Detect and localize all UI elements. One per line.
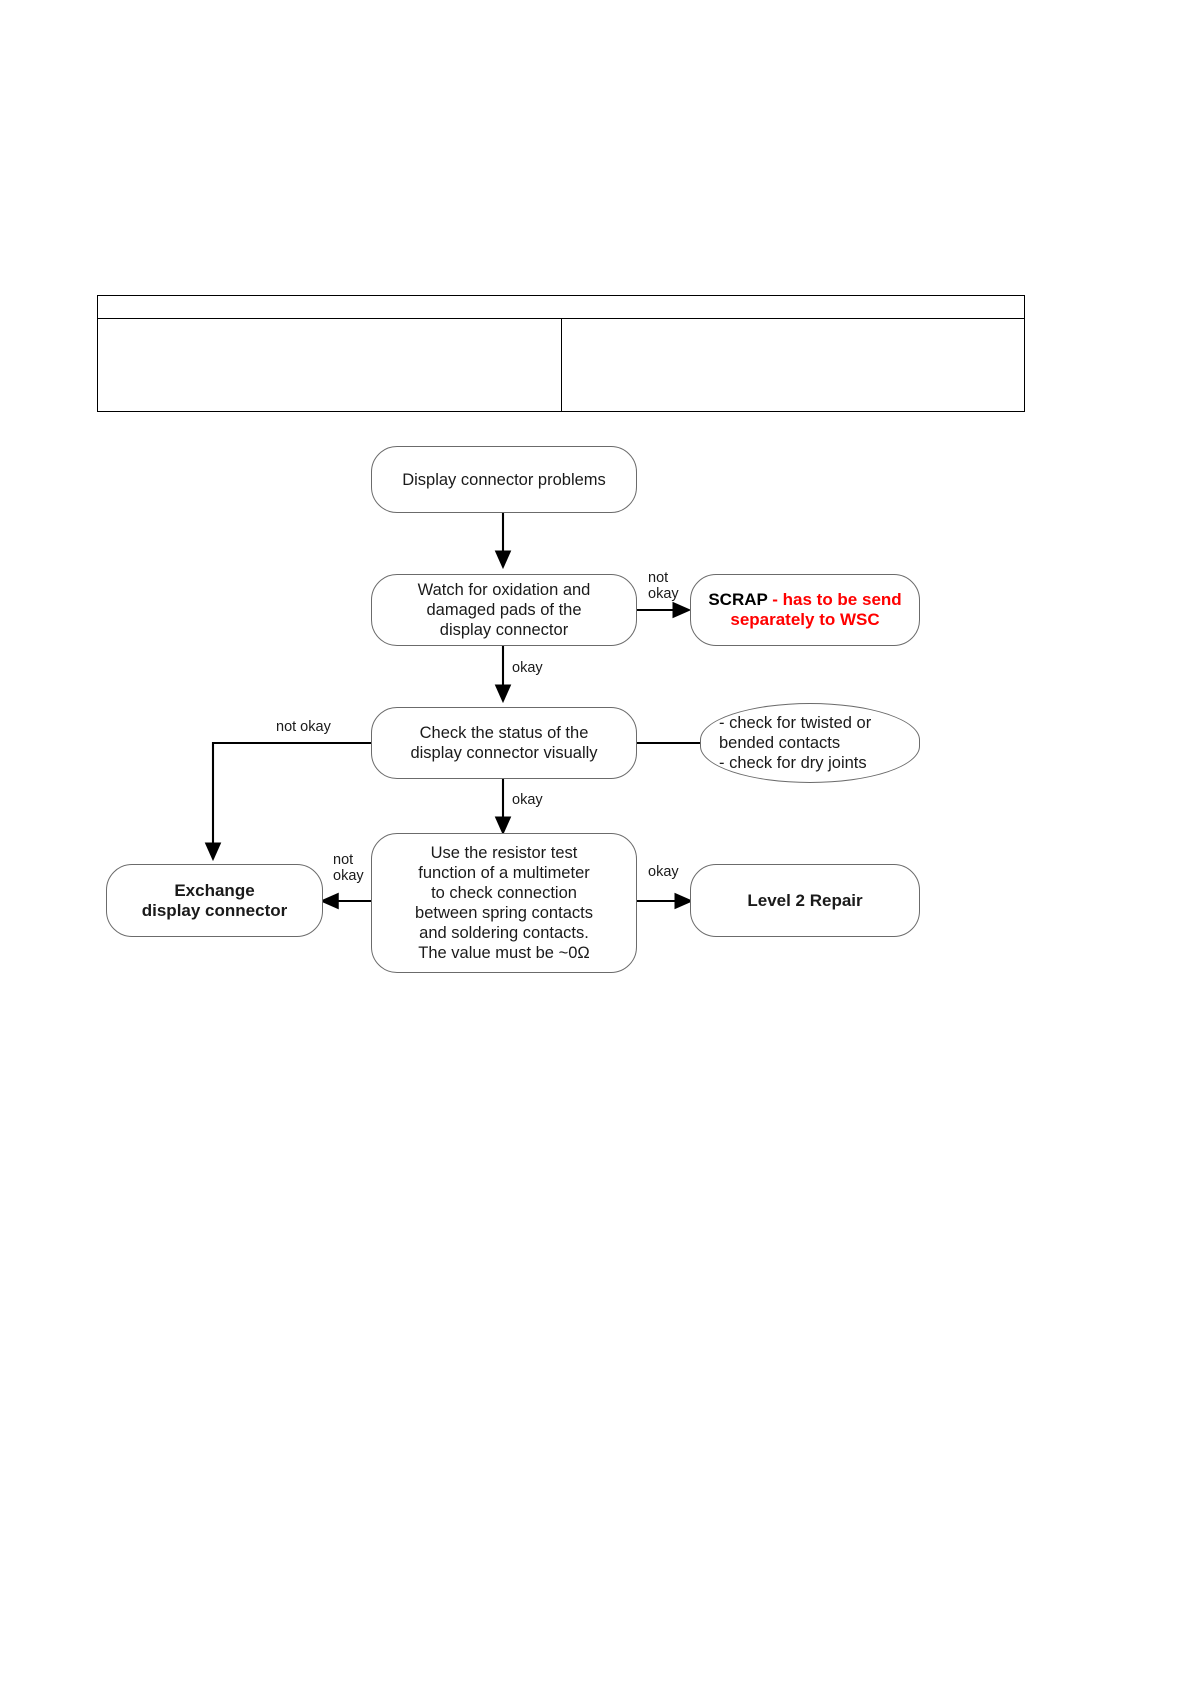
header-table [97,295,1025,412]
node-label-resistor-test: Use the resistor test function of a mult… [415,844,593,962]
node-label-scrap-note-line1: - has to be send [767,590,902,609]
edge-label-watch-okay: okay [512,660,543,676]
node-level-2-repair[interactable]: Level 2 Repair [690,864,920,937]
node-watch-for-oxidation[interactable]: Watch for oxidation and damaged pads of … [371,574,637,646]
edge-label-watch-not-okay: not okay [648,570,679,602]
callout-visual-check-hints: - check for twisted or bended contacts -… [700,703,920,783]
node-label-scrap-note-line2: separately to WSC [730,610,880,629]
callout-hint-line-2: bended contacts [719,734,841,752]
node-resistor-test[interactable]: Use the resistor test function of a mult… [371,833,637,973]
edge-check-to-exchange [204,741,371,862]
node-label-level2: Level 2 Repair [747,890,863,910]
header-table-row2-cell1 [97,318,562,412]
header-table-row2-cell2 [560,318,1025,412]
callout-hint-line-3: - check for dry joints [719,754,867,772]
node-label-scrap-keyword: SCRAP [708,590,768,609]
node-label-start: Display connector problems [402,470,606,489]
node-label-exchange: Exchange display connector [141,880,288,920]
edge-label-check-okay: okay [512,792,543,808]
edge-label-resistor-okay: okay [648,864,679,880]
node-label-watch: Watch for oxidation and damaged pads of … [417,581,591,639]
callout-label-hints: - check for twisted or bended contacts -… [719,713,905,773]
node-label-scrap: SCRAP - has to be send separately to WSC [701,590,909,630]
edge-label-check-not-okay: not okay [276,719,331,735]
node-exchange-display-connector[interactable]: Exchange display connector [106,864,323,937]
node-display-connector-problems[interactable]: Display connector problems [371,446,637,513]
node-scrap[interactable]: SCRAP - has to be send separately to WSC [690,574,920,646]
callout-hint-line-1: - check for twisted or [719,714,872,732]
edge-label-resistor-not-okay: not okay [333,852,364,884]
node-label-check-status: Check the status of the display connecto… [410,724,598,762]
node-check-status[interactable]: Check the status of the display connecto… [371,707,637,779]
